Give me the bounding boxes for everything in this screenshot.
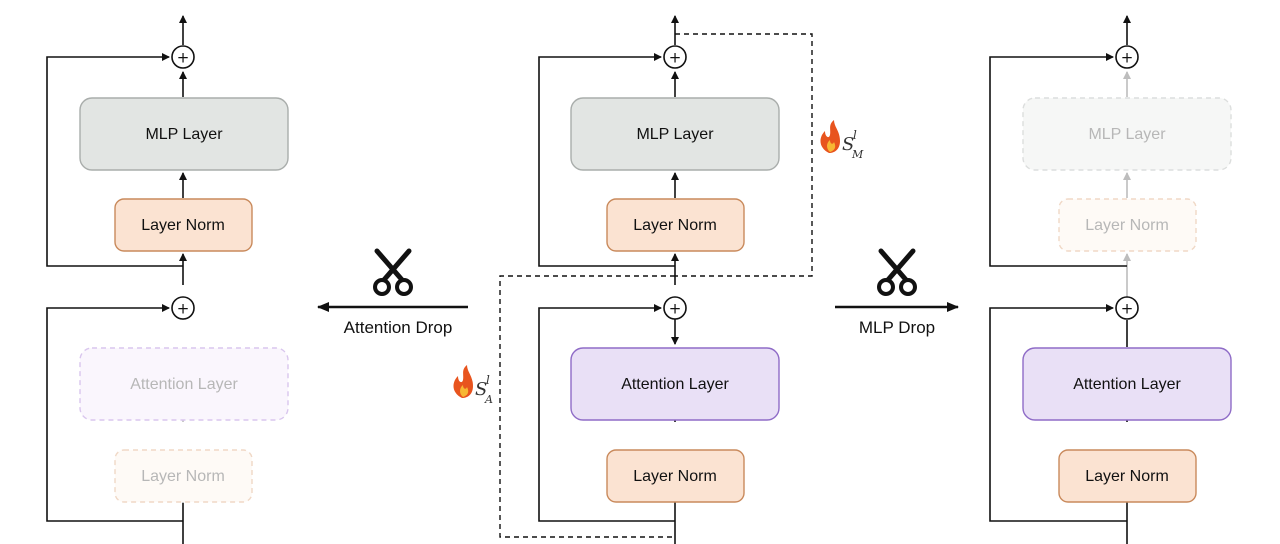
right-residual-top	[989, 53, 1127, 267]
flame-core-mlp	[827, 140, 836, 152]
right-plus-bottom-node	[1115, 296, 1139, 320]
right-plus-bottom-sign: +	[1121, 300, 1134, 318]
left-plus-top-sign: +	[177, 49, 190, 67]
mlp-score-subscript: M	[851, 148, 864, 161]
right-norm-bottom-label: Layer Norm	[1085, 468, 1169, 485]
attention-drop-label: Attention Drop	[344, 318, 453, 337]
left-attention-box-faded	[79, 347, 289, 421]
attention-drop-operation: Attention Drop	[317, 248, 468, 337]
left-norm-bottom-box-faded	[114, 449, 253, 503]
left-residual-top	[46, 53, 183, 267]
left-attention-label: Attention Layer	[130, 376, 238, 393]
left-mlp-box	[79, 97, 289, 171]
attention-score: S l A	[453, 365, 493, 406]
right-norm-top-box-faded	[1058, 198, 1197, 252]
left-mlp-label: MLP Layer	[145, 126, 223, 143]
right-norm-top-label: Layer Norm	[1085, 217, 1169, 234]
center-norm-bottom-label: Layer Norm	[633, 468, 717, 485]
mlp-score-symbol: S	[842, 134, 854, 155]
flame-icon-attention	[453, 365, 473, 398]
attention-score-subscript: A	[484, 393, 493, 406]
mlp-score: S l M	[820, 120, 864, 161]
center-attention-box	[570, 347, 780, 421]
left-plus-top-node	[171, 45, 195, 69]
left-norm-bottom-label: Layer Norm	[141, 468, 225, 485]
flame-icon-mlp	[820, 120, 840, 153]
scissors-icon-right	[877, 248, 917, 296]
attention-score-superscript: l	[486, 373, 490, 387]
center-residual-bottom	[538, 304, 675, 522]
right-mlp-label: MLP Layer	[1088, 126, 1166, 143]
center-norm-top-box	[606, 198, 745, 252]
right-norm-bottom-box	[1058, 449, 1197, 503]
attention-score-symbol: S	[475, 379, 487, 400]
right-transformer-block: + + MLP Layer Layer Norm Attention Layer…	[989, 15, 1232, 544]
right-plus-top-sign: +	[1121, 49, 1134, 67]
left-norm-top-box	[114, 198, 253, 252]
mlp-score-superscript: l	[853, 128, 857, 142]
right-plus-top-node	[1115, 45, 1139, 69]
left-plus-bottom-sign: +	[177, 300, 190, 318]
flame-core-attention	[460, 385, 469, 397]
center-residual-top	[538, 53, 675, 267]
right-residual-bottom	[989, 304, 1127, 522]
center-norm-bottom-box	[606, 449, 745, 503]
center-plus-top-sign: +	[669, 49, 682, 67]
center-plus-bottom-node	[663, 296, 687, 320]
scissors-icon-left	[373, 248, 413, 296]
mlp-drop-label: MLP Drop	[859, 318, 935, 337]
left-plus-bottom-node	[171, 296, 195, 320]
center-attention-label: Attention Layer	[621, 376, 729, 393]
center-transformer-block: + + MLP Layer Layer Norm Attention Layer…	[453, 15, 864, 544]
center-norm-top-label: Layer Norm	[633, 217, 717, 234]
right-mlp-box-faded	[1022, 97, 1232, 171]
center-mlp-box	[570, 97, 780, 171]
right-attention-box	[1022, 347, 1232, 421]
attention-importance-bracket	[499, 275, 675, 538]
right-attention-label: Attention Layer	[1073, 376, 1181, 393]
mlp-drop-operation: MLP Drop	[835, 248, 959, 337]
left-norm-top-label: Layer Norm	[141, 217, 225, 234]
center-plus-bottom-sign: +	[669, 300, 682, 318]
left-transformer-block: + + MLP Layer Layer Norm Attention Layer…	[46, 15, 289, 544]
left-residual-bottom	[46, 304, 183, 522]
center-plus-top-node	[663, 45, 687, 69]
center-mlp-label: MLP Layer	[636, 126, 714, 143]
